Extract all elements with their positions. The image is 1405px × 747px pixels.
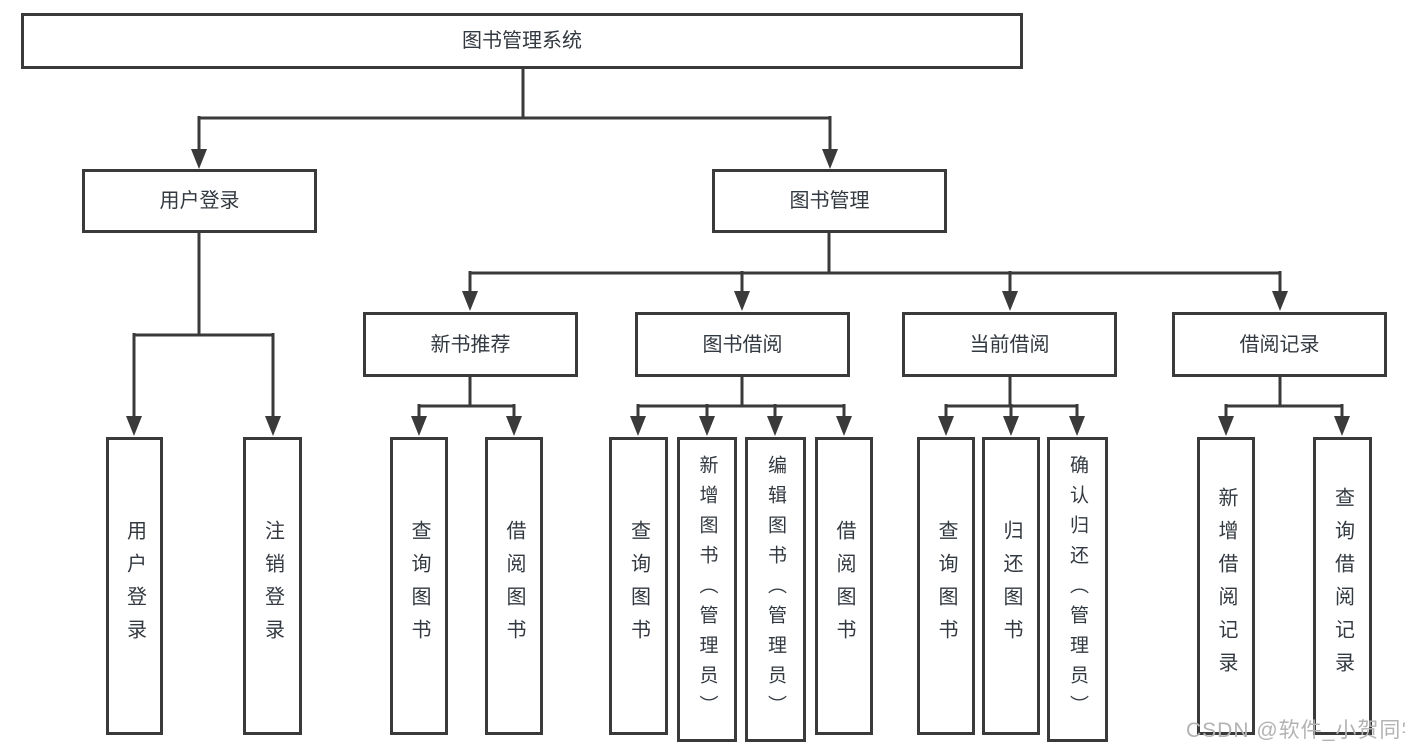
leaf-edit-book-admin: 编辑图书（管理员） [745, 437, 806, 742]
node-new-book-recommend: 新书推荐 [363, 312, 578, 377]
leaf-return-book-label: 归还图书 [1000, 520, 1022, 652]
node-user-login: 用户登录 [82, 169, 317, 233]
node-book-management-label: 图书管理 [789, 190, 870, 212]
leaf-query-borrow-record: 查询借阅记录 [1313, 437, 1372, 735]
leaf-return-book: 归还图书 [982, 437, 1040, 735]
leaf-current-query-book-label: 查询图书 [935, 520, 957, 652]
node-new-book-recommend-label: 新书推荐 [430, 333, 511, 356]
leaf-user-login: 用户登录 [106, 437, 163, 735]
leaf-add-borrow-record-label: 新增借阅记录 [1215, 487, 1237, 685]
leaf-add-book-admin-label: 新增图书（管理员） [696, 454, 718, 725]
leaf-recommend-query-book: 查询图书 [390, 437, 448, 735]
leaf-recommend-borrow-book-label: 借阅图书 [503, 520, 525, 652]
leaf-query-borrow-record-label: 查询借阅记录 [1331, 487, 1354, 685]
leaf-recommend-borrow-book: 借阅图书 [485, 437, 543, 735]
leaf-borrow-book: 借阅图书 [815, 437, 873, 735]
node-borrow-records: 借阅记录 [1172, 312, 1387, 377]
node-root: 图书管理系统 [21, 13, 1023, 69]
node-root-label: 图书管理系统 [462, 30, 582, 52]
node-book-management: 图书管理 [712, 169, 947, 233]
node-book-borrow: 图书借阅 [635, 312, 850, 377]
leaf-logout-label: 注销登录 [261, 520, 284, 652]
leaf-confirm-return-admin-label: 确认归还（管理员） [1067, 454, 1088, 725]
node-user-login-label: 用户登录 [159, 190, 240, 212]
leaf-user-login-label: 用户登录 [123, 520, 146, 652]
leaf-add-borrow-record: 新增借阅记录 [1197, 437, 1255, 735]
leaf-borrow-query-book-label: 查询图书 [627, 520, 650, 652]
leaf-logout: 注销登录 [243, 437, 302, 735]
node-book-borrow-label: 图书借阅 [702, 333, 783, 356]
node-borrow-records-label: 借阅记录 [1239, 333, 1320, 356]
leaf-edit-book-admin-label: 编辑图书（管理员） [765, 454, 786, 725]
connector-strokes [132, 69, 1344, 418]
leaf-borrow-book-label: 借阅图书 [833, 520, 855, 652]
leaf-current-query-book: 查询图书 [917, 437, 975, 735]
leaf-recommend-query-book-label: 查询图书 [408, 520, 430, 652]
node-current-borrow-label: 当前借阅 [969, 333, 1050, 356]
leaf-add-book-admin: 新增图书（管理员） [677, 437, 737, 742]
node-current-borrow: 当前借阅 [902, 312, 1117, 377]
arrow-heads [126, 149, 1350, 436]
leaf-confirm-return-admin: 确认归还（管理员） [1047, 437, 1108, 742]
csdn-watermark: CSDN @软件_小贺同学 [1186, 719, 1405, 742]
leaf-borrow-query-book: 查询图书 [609, 437, 668, 735]
